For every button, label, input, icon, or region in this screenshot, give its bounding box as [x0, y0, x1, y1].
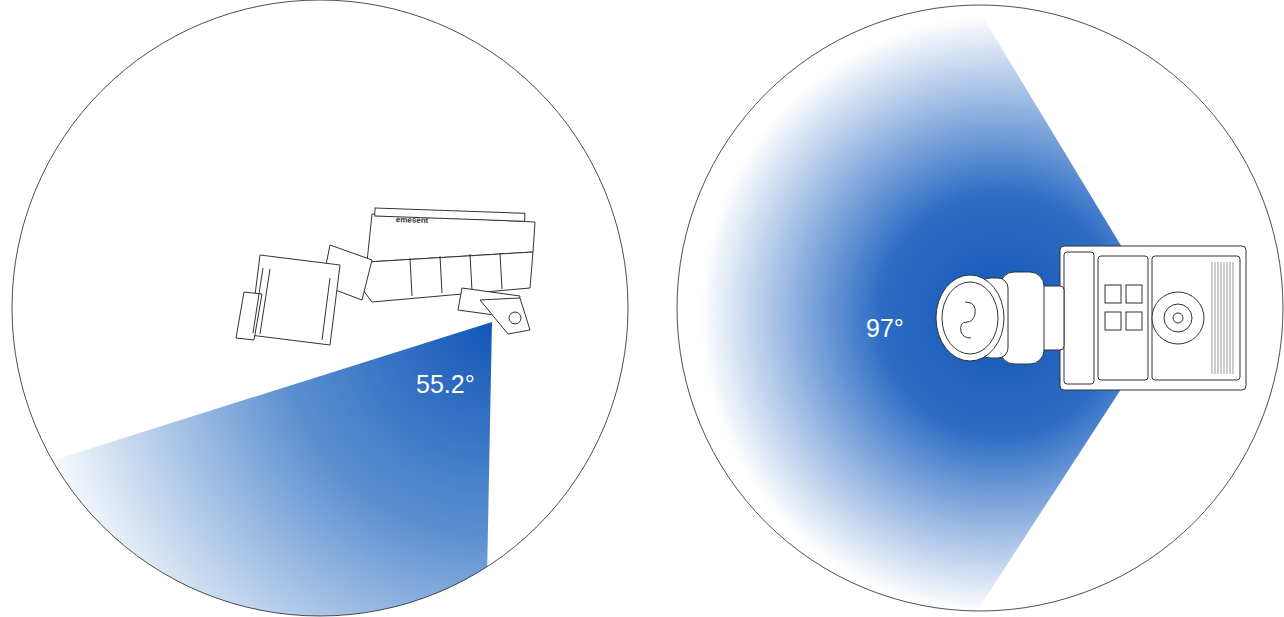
- fov-cone: [600, 0, 1166, 617]
- angle-label: 55.2°: [416, 372, 475, 397]
- brand-text: emesent: [396, 216, 429, 225]
- right-view: [600, 0, 1283, 617]
- heat-fins: [1212, 262, 1233, 374]
- angle-label: 97°: [866, 316, 904, 341]
- view-circle: [12, 0, 628, 616]
- fov-cone: [0, 322, 492, 617]
- scanner-side: [236, 208, 535, 345]
- scanner-top: [936, 246, 1246, 390]
- left-view: [0, 0, 628, 617]
- view-circle: [677, 5, 1283, 611]
